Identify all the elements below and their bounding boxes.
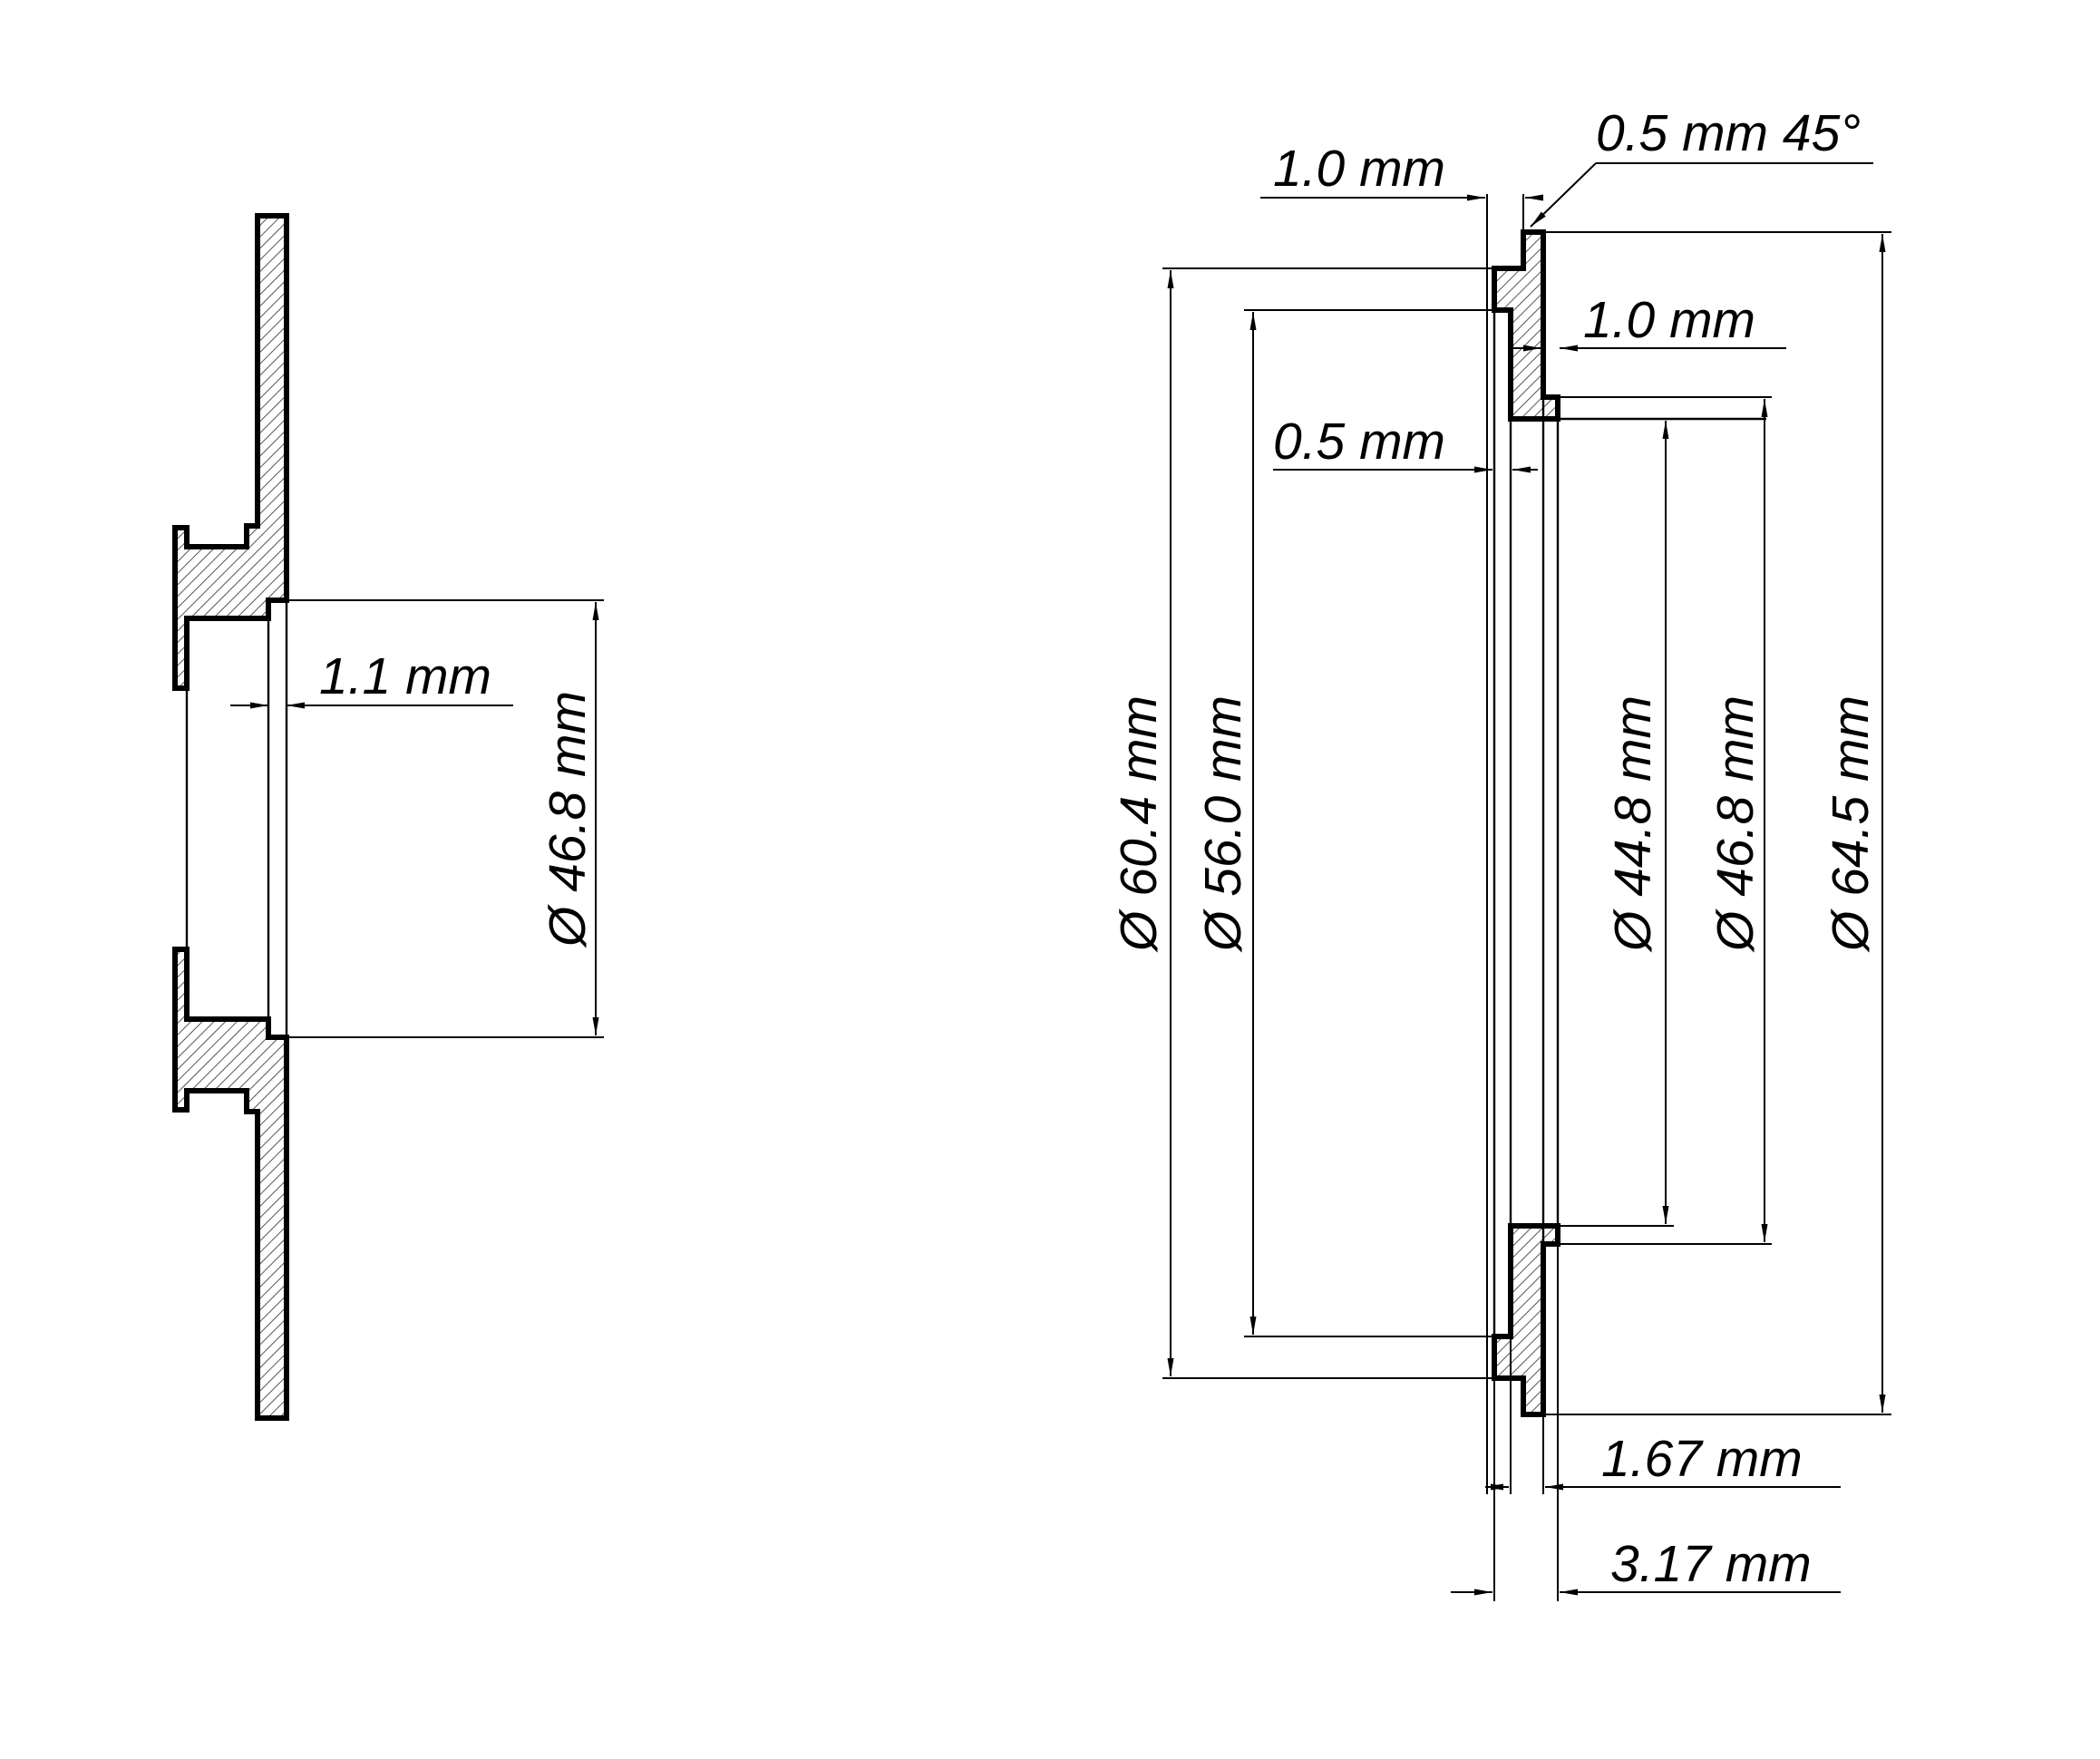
flange-dim-label: 1.67 mm bbox=[1601, 1430, 1803, 1488]
chamfer-label: 0.5 mm 45° bbox=[1596, 104, 1861, 162]
dim-bore-large-label: Ø 46.8 mm bbox=[1706, 695, 1765, 953]
right-section-upper bbox=[1492, 229, 1560, 422]
right-section-view: Ø 60.4 mm Ø 56.0 mm Ø 44.8 mm Ø 46.8 mm … bbox=[1110, 104, 1891, 1601]
left-section-view: Ø 46.8 mm 1.1 mm bbox=[172, 213, 604, 1421]
dim-inner-recess-label: Ø 56.0 mm bbox=[1194, 695, 1252, 953]
dim-outer-recess-label: Ø 60.4 mm bbox=[1110, 695, 1168, 953]
left-section-lower bbox=[172, 947, 289, 1421]
right-section-lower bbox=[1492, 1223, 1560, 1417]
face-dim-label: 0.5 mm bbox=[1273, 413, 1445, 471]
total-dim-label: 3.17 mm bbox=[1610, 1535, 1812, 1593]
dim-bore-small-label: Ø 44.8 mm bbox=[1604, 695, 1662, 953]
left-section-upper bbox=[172, 213, 289, 691]
dim-outer-label: Ø 64.5 mm bbox=[1822, 695, 1880, 953]
left-bore-dim-label: Ø 46.8 mm bbox=[539, 691, 597, 948]
left-wall-dim-label: 1.1 mm bbox=[319, 647, 491, 705]
step-dim-label: 1.0 mm bbox=[1583, 291, 1755, 349]
lip-dim-label: 1.0 mm bbox=[1273, 140, 1445, 198]
chamfer-leader bbox=[1530, 162, 1597, 228]
